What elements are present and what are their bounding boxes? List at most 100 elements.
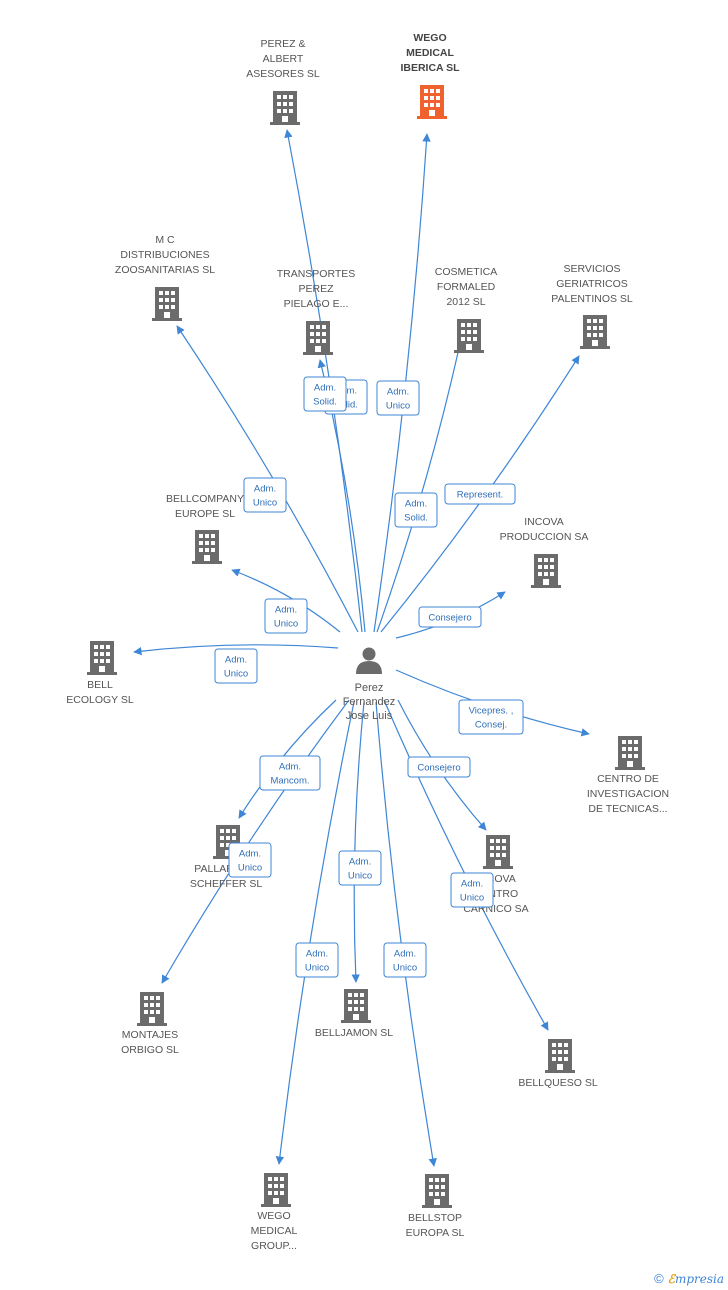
role-text: Adm. bbox=[314, 383, 336, 394]
role-badge-box bbox=[450, 872, 494, 908]
role-badge-bellqueso[interactable]: Adm. Unico bbox=[450, 872, 494, 908]
role-text: Adm. bbox=[394, 949, 416, 960]
role-badge-bellstop[interactable]: Adm.Unico bbox=[383, 942, 427, 978]
person-icon bbox=[356, 647, 382, 674]
brand-initial: ℰ bbox=[667, 1271, 675, 1286]
company-label-line: GROUP... bbox=[251, 1240, 297, 1252]
building-icon bbox=[454, 319, 484, 353]
role-text: Mancom. bbox=[270, 776, 309, 787]
role-badge-box bbox=[264, 598, 308, 634]
role-badge-box bbox=[228, 842, 272, 878]
relation-edge-wego-medical-group bbox=[275, 701, 355, 1165]
role-badge-mc-distribuciones[interactable]: Adm.Unico bbox=[243, 477, 287, 513]
role-text: Unico bbox=[348, 871, 372, 882]
company-label-line: M C bbox=[155, 234, 175, 246]
role-badge-pallares-scheffer[interactable]: Adm.Mancom. bbox=[259, 755, 321, 791]
role-text: Unico bbox=[386, 401, 410, 412]
company-node-bellqueso[interactable]: BELLQUESO SL bbox=[518, 1039, 598, 1089]
footer: © ℰmpresia bbox=[654, 1271, 724, 1286]
building-icon bbox=[615, 736, 645, 770]
role-text: Consejero bbox=[428, 613, 471, 624]
role-badge-incova-produccion[interactable]: Consejero bbox=[418, 606, 482, 628]
role-text: Unico bbox=[274, 619, 298, 630]
company-label-line: BELLCOMPANY bbox=[166, 493, 244, 505]
company-label-line: TRANSPORTES bbox=[277, 268, 356, 280]
role-badge-centro-investigacion[interactable]: Vicepres. ,Consej. bbox=[458, 699, 524, 735]
company-label-line: MONTAJES bbox=[122, 1029, 178, 1041]
building-icon bbox=[483, 835, 513, 869]
relation-edge-bellstop bbox=[375, 701, 437, 1167]
company-label-line: PEREZ bbox=[298, 283, 334, 295]
company-node-transportes-perez[interactable]: TRANSPORTES PEREZ PIELAGO E... bbox=[277, 268, 356, 355]
company-label-line: FORMALED bbox=[437, 281, 496, 293]
company-label-line: ALBERT bbox=[263, 53, 304, 65]
role-text: Adm. bbox=[225, 655, 247, 666]
role-badge-cosmetica-formaled[interactable]: Adm.Solid. bbox=[394, 492, 438, 528]
relation-edge-belljamon bbox=[351, 701, 365, 983]
role-badge-montajes-orbigo[interactable]: Adm.Unico bbox=[228, 842, 272, 878]
company-node-wego-medical-group[interactable]: WEGOMEDICALGROUP... bbox=[251, 1173, 298, 1252]
company-label-line: IBERICA SL bbox=[400, 62, 460, 74]
role-badge-wego-medical-iberica[interactable]: Adm.Unico bbox=[376, 380, 420, 416]
role-text: Adm. bbox=[405, 499, 427, 510]
role-badge-wego-medical-group[interactable]: Adm.Unico bbox=[295, 942, 339, 978]
relation-edge-bellqueso bbox=[383, 699, 549, 1031]
company-node-belljamon[interactable]: BELLJAMON SL bbox=[315, 989, 393, 1039]
role-text: Unico bbox=[224, 669, 248, 680]
person-name-line: Perez bbox=[355, 682, 384, 694]
building-icon bbox=[341, 989, 371, 1023]
building-icon bbox=[192, 530, 222, 564]
role-badge-box bbox=[259, 755, 321, 791]
role-badge-incova-centro-carnico[interactable]: Consejero bbox=[407, 756, 471, 778]
company-label-line: SCHEFFER SL bbox=[190, 878, 263, 890]
role-badge-box bbox=[376, 380, 420, 416]
role-text: Consej. bbox=[475, 720, 507, 731]
company-label-line: WEGO bbox=[413, 32, 446, 44]
role-badge-bell-ecology[interactable]: Adm. Unico bbox=[214, 648, 258, 684]
company-node-wego-medical-iberica[interactable]: WEGO MEDICAL IBERICA SL bbox=[400, 32, 460, 119]
company-label-line: ZOOSANITARIAS SL bbox=[115, 264, 215, 276]
brand-rest: mpresia bbox=[674, 1271, 724, 1286]
empresia-logo[interactable]: ℰmpresia bbox=[668, 1272, 724, 1286]
role-text: Adm. bbox=[461, 879, 483, 890]
role-badge-transportes-perez[interactable]: Adm. Solid. bbox=[303, 376, 347, 412]
role-text: Adm. bbox=[275, 605, 297, 616]
company-label-line: DE TECNICAS... bbox=[588, 803, 667, 815]
role-badge-box bbox=[338, 850, 382, 886]
role-text: Unico bbox=[460, 893, 484, 904]
company-label-line: BELLSTOP bbox=[408, 1212, 462, 1224]
role-badge-servicios-geriatricos[interactable]: Represent. bbox=[444, 483, 516, 505]
building-icon bbox=[87, 641, 117, 675]
company-label-line: MEDICAL bbox=[406, 47, 454, 59]
role-badge-bellcompany[interactable]: Adm. Unico bbox=[264, 598, 308, 634]
relation-edge-mc-distribuciones bbox=[176, 325, 359, 633]
building-icon bbox=[137, 992, 167, 1026]
role-text: Unico bbox=[238, 863, 262, 874]
role-badge-box bbox=[303, 376, 347, 412]
role-badge-box bbox=[394, 492, 438, 528]
company-label-line: ASESORES SL bbox=[246, 68, 320, 80]
company-label-line: COSMETICA bbox=[435, 266, 497, 278]
company-label-line: PIELAGO E... bbox=[284, 298, 349, 310]
role-text: Solid. bbox=[313, 397, 337, 408]
company-label-line: INVESTIGACION bbox=[587, 788, 669, 800]
company-label-line: BELLJAMON SL bbox=[315, 1027, 393, 1039]
relation-edge-bellcompany bbox=[231, 568, 341, 633]
role-text: Unico bbox=[305, 963, 329, 974]
building-icon bbox=[580, 315, 610, 349]
role-text: Adm. bbox=[349, 857, 371, 868]
role-badge-belljamon[interactable]: Adm. Unico bbox=[338, 850, 382, 886]
company-label-line: GERIATRICOS bbox=[556, 278, 628, 290]
